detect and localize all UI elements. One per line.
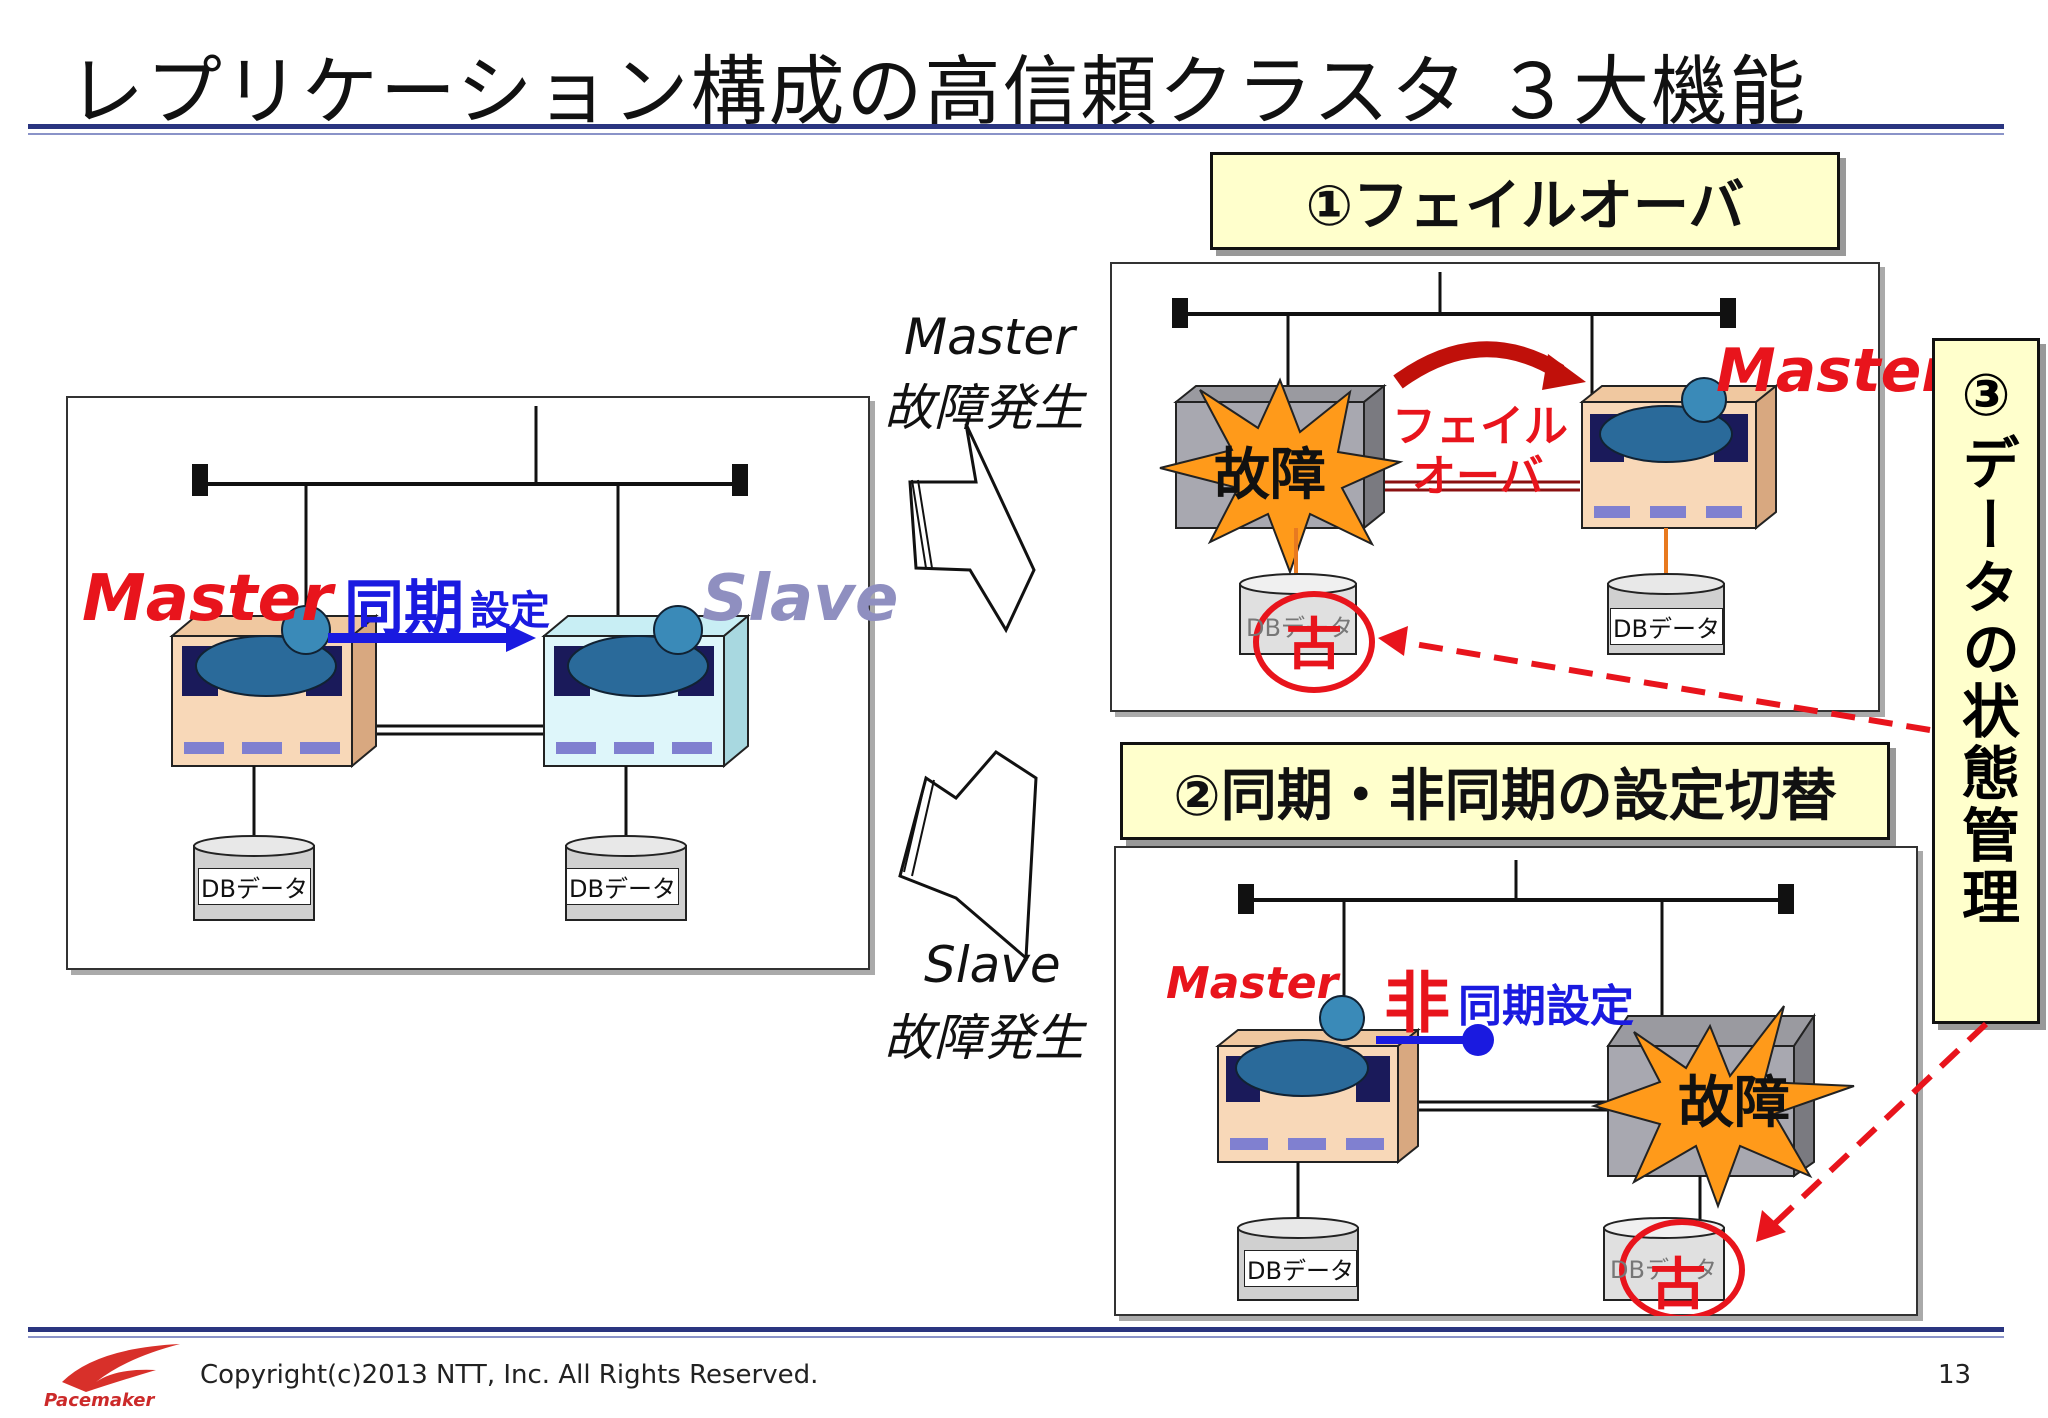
feature1-db-label-old: DBデータ	[1246, 614, 1353, 642]
feature2-db-label-slave: DBデータ	[1610, 1256, 1717, 1284]
feature1-label: ①フェイルオーバ	[1210, 152, 1840, 250]
left-sync-big: 同期	[344, 574, 464, 644]
left-master-label: Master	[82, 562, 333, 636]
title-rule	[28, 124, 2004, 129]
feature3-label: ③データの状態管理	[1932, 338, 2040, 1024]
feature2-async-small: 同期設定	[1458, 981, 1634, 1032]
feature2-db-label-master: DBデータ	[1244, 1250, 1357, 1287]
pacemaker-logo-icon	[62, 1344, 180, 1392]
feature2-diagram	[1215, 860, 1855, 1316]
left-db-label-2: DBデータ	[566, 868, 679, 905]
copyright: Copyright(c)2013 NTT, Inc. All Rights Re…	[200, 1360, 819, 1390]
feature3-arrows	[1378, 626, 1989, 1242]
left-sync-small: 設定	[470, 588, 550, 634]
left-slave-label: Slave	[702, 562, 899, 636]
arrow-to-failover	[908, 423, 1036, 634]
feature1-fault: 故障	[1214, 443, 1326, 508]
middle-bottom-line2: 故障発生	[884, 1009, 1084, 1067]
feature1-old-mark: 古	[1286, 613, 1342, 678]
feature1-diagram	[1159, 272, 1779, 693]
left-panel-diagram	[169, 406, 751, 921]
feature2-master-label: Master	[1166, 958, 1339, 1009]
feature2-async-big: 非	[1384, 965, 1450, 1042]
middle-top-line2: 故障発生	[884, 379, 1084, 437]
feature1-failover-line2: オーバ	[1412, 451, 1544, 502]
page-number: 13	[1938, 1360, 1972, 1390]
feature1-failover-line1: フェイル	[1392, 401, 1568, 452]
pacemaker-logo-text: Pacemaker	[44, 1390, 155, 1411]
feature2-fault: 故障	[1678, 1071, 1790, 1136]
page-title: レプリケーション構成の高信頼クラスタ ３大機能	[68, 47, 1808, 136]
middle-bottom-line1: Slave	[924, 936, 1061, 994]
feature2-old-mark: 古	[1650, 1253, 1706, 1318]
arrow-to-sync-switch	[898, 750, 1038, 962]
footer-rule-thin	[28, 1336, 2004, 1338]
footer-rule	[28, 1327, 2004, 1332]
feature1-master-label: Master	[1716, 336, 1951, 406]
left-db-label-1: DBデータ	[198, 868, 311, 905]
title-rule-thin	[28, 133, 2004, 135]
feature1-db-label-new: DBデータ	[1610, 608, 1723, 645]
feature2-label: ②同期・非同期の設定切替	[1120, 742, 1890, 840]
middle-top-line1: Master	[904, 308, 1075, 366]
